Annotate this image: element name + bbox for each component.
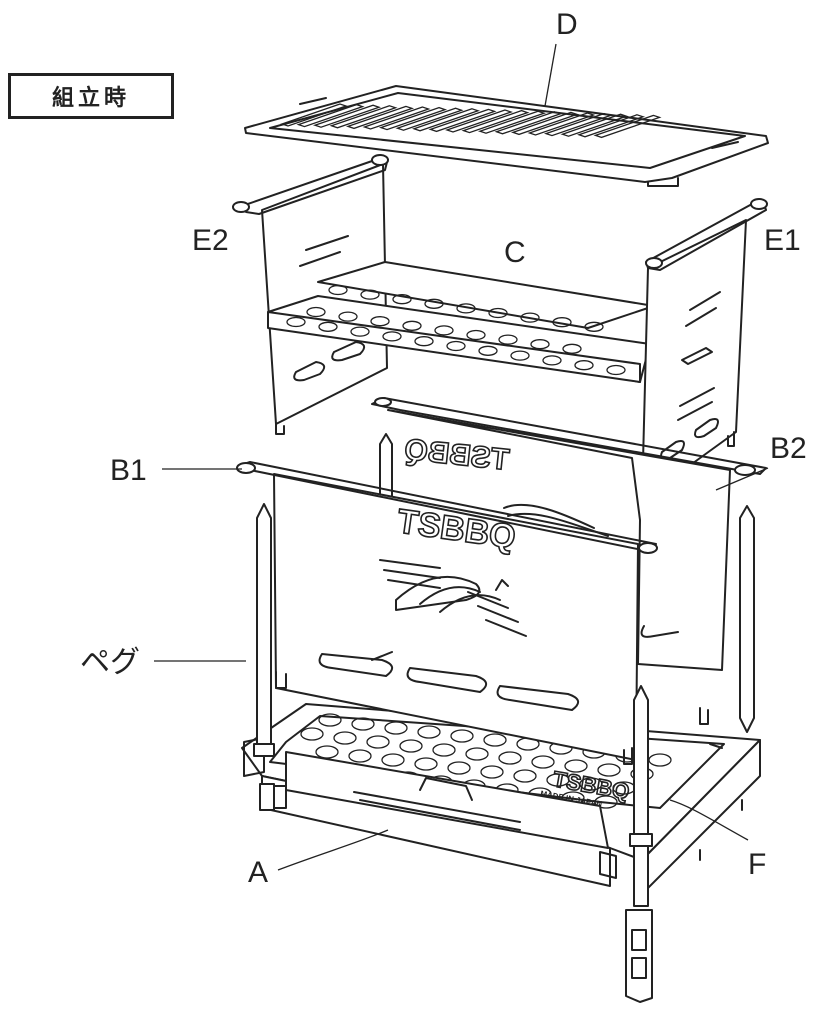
rack-hole	[402, 320, 422, 331]
rack-hole	[360, 289, 380, 300]
grate-slot	[296, 103, 365, 128]
tray-hole	[594, 795, 618, 809]
rack-hole	[434, 325, 454, 336]
tray-hole	[546, 773, 570, 787]
label-c: C	[504, 236, 526, 269]
rack-hole	[382, 331, 402, 342]
label-e1: E1	[764, 224, 801, 257]
tray-hole	[417, 725, 441, 739]
grate-slot	[543, 112, 613, 137]
grate-slot	[444, 109, 514, 133]
tray-hole	[447, 761, 471, 775]
grate-slot	[329, 105, 398, 129]
label-a: A	[248, 856, 268, 889]
tray-hole	[498, 751, 522, 765]
rack-hole	[446, 340, 466, 352]
tray-hole	[348, 749, 372, 763]
rack-hole	[466, 329, 486, 341]
grate-slot	[560, 113, 629, 137]
rack-hole	[498, 334, 518, 345]
bottom-plate-a	[243, 737, 617, 887]
rack-hole	[584, 321, 604, 332]
tray-hole	[531, 755, 555, 769]
grate-slot	[312, 104, 382, 128]
grate-slot	[428, 108, 497, 133]
tray-hole	[480, 765, 504, 779]
tray-hole	[432, 743, 456, 757]
rack-hole	[370, 316, 390, 327]
part-labels: D C E1 E2 B1 B2 ペグ A F	[80, 8, 807, 889]
label-peg: ペグ	[80, 646, 140, 679]
tray-hole	[333, 731, 357, 745]
tray-hole	[351, 717, 375, 731]
tray-hole	[513, 769, 537, 783]
grate-slot	[279, 103, 349, 127]
grate-slot	[477, 110, 547, 134]
rack-hole	[414, 336, 434, 347]
tray-hole	[579, 777, 603, 791]
grate-slot	[395, 107, 464, 131]
rack-hole	[392, 294, 412, 305]
rack-hole	[478, 345, 498, 356]
label-f: F	[748, 848, 766, 881]
tray-hole	[381, 753, 405, 767]
grate-slot	[461, 109, 530, 134]
rack-hole	[456, 303, 476, 314]
rack-hole	[520, 312, 540, 323]
grate-slot	[345, 105, 415, 130]
tray-hole	[315, 745, 339, 759]
rack-hole	[424, 298, 444, 309]
tray-hole	[450, 729, 474, 743]
label-b2: B2	[770, 432, 807, 465]
label-d: D	[556, 8, 578, 41]
grate-slot	[593, 114, 662, 139]
grate-slot	[494, 111, 563, 135]
tray-hole	[384, 721, 408, 735]
side-panel-e2	[232, 154, 389, 435]
grate-slot	[576, 114, 646, 138]
tray-hole	[399, 739, 423, 753]
grate-slot	[510, 111, 580, 136]
rack-hole	[606, 364, 626, 376]
rack-hole	[542, 355, 562, 366]
label-b1: B1	[110, 454, 147, 487]
rack-hole	[318, 321, 338, 332]
grill-grate-d	[244, 85, 769, 187]
tray-hole	[483, 733, 507, 747]
tray-hole	[564, 759, 588, 773]
rack-hole	[338, 311, 358, 322]
charcoal-rack-c	[267, 261, 655, 383]
tray-hole	[414, 757, 438, 771]
grate-slot	[378, 106, 448, 131]
tray-hole	[465, 747, 489, 761]
tray-hole	[318, 713, 342, 727]
tray-hole	[366, 735, 390, 749]
rack-hole	[488, 307, 508, 319]
back-pegs	[379, 433, 755, 733]
grate-slot	[362, 106, 431, 130]
front-panel-b1: TSBBQ	[236, 461, 658, 765]
rack-hole	[530, 339, 550, 350]
label-e2: E2	[192, 224, 229, 257]
rack-hole	[552, 317, 572, 328]
grate-slot	[411, 108, 481, 132]
rack-hole	[306, 306, 326, 318]
rack-hole	[562, 343, 582, 354]
rack-hole	[350, 326, 370, 337]
front-pegs	[253, 503, 653, 1003]
brand-text-back: TSBBQ	[403, 433, 511, 477]
back-panel-b2: TSBBQ	[371, 397, 767, 671]
leader-lines	[154, 43, 769, 871]
tray-hole	[300, 727, 324, 741]
side-panel-e1	[641, 198, 768, 501]
grate-slot	[527, 112, 596, 136]
rack-hole	[328, 284, 348, 296]
rack-hole	[286, 316, 306, 328]
assembled-badge: 組立時	[8, 73, 174, 119]
tray-hole	[597, 763, 621, 777]
rack-hole	[574, 360, 594, 371]
rack-hole	[510, 350, 530, 361]
